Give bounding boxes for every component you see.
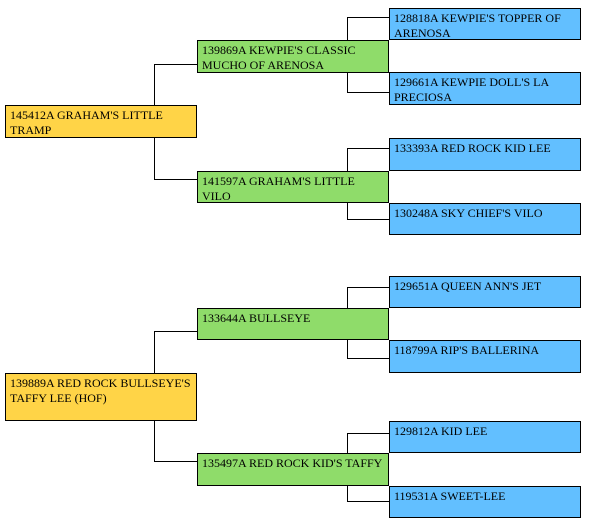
pedigree-2-dam-sire: 129812A KID LEE	[389, 421, 581, 453]
connector-line	[347, 433, 389, 434]
pedigree-1-dam-sire: 133393A RED ROCK KID LEE	[389, 138, 581, 171]
connector-line	[154, 331, 198, 332]
connector-line	[347, 287, 389, 288]
connector-line	[154, 179, 198, 180]
connector-line	[347, 501, 389, 502]
pedigree-2-root: 139889A RED ROCK BULLSEYE'S TAFFY LEE (H…	[5, 373, 197, 421]
pedigree-2-dam-dam: 119531A SWEET-LEE	[389, 486, 581, 518]
pedigree-1-sire-sire: 128818A KEWPIE'S TOPPER OF ARENOSA	[389, 8, 581, 40]
pedigree-1-dam-dam: 130248A SKY CHIEF'S VILO	[389, 203, 581, 235]
connector-line	[347, 219, 389, 220]
connector-line	[347, 17, 389, 18]
connector-line	[154, 461, 198, 462]
connector-line	[154, 64, 198, 65]
pedigree-2-sire: 133644A BULLSEYE	[197, 308, 389, 340]
pedigree-1-root: 145412A GRAHAM'S LITTLE TRAMP	[5, 105, 197, 138]
pedigree-2-sire-dam: 118799A RIP'S BALLERINA	[389, 340, 581, 373]
connector-line	[347, 358, 389, 359]
pedigree-1-dam: 141597A GRAHAM'S LITTLE VILO	[197, 171, 389, 203]
pedigree-2-sire-sire: 129651A QUEEN ANN'S JET	[389, 276, 581, 308]
pedigree-1-sire-dam: 129661A KEWPIE DOLL'S LA PRECIOSA	[389, 72, 581, 105]
pedigree-2-dam: 135497A RED ROCK KID'S TAFFY	[197, 453, 389, 486]
connector-line	[347, 92, 389, 93]
pedigree-1-sire: 139869A KEWPIE'S CLASSIC MUCHO OF ARENOS…	[197, 40, 389, 73]
connector-line	[347, 148, 389, 149]
